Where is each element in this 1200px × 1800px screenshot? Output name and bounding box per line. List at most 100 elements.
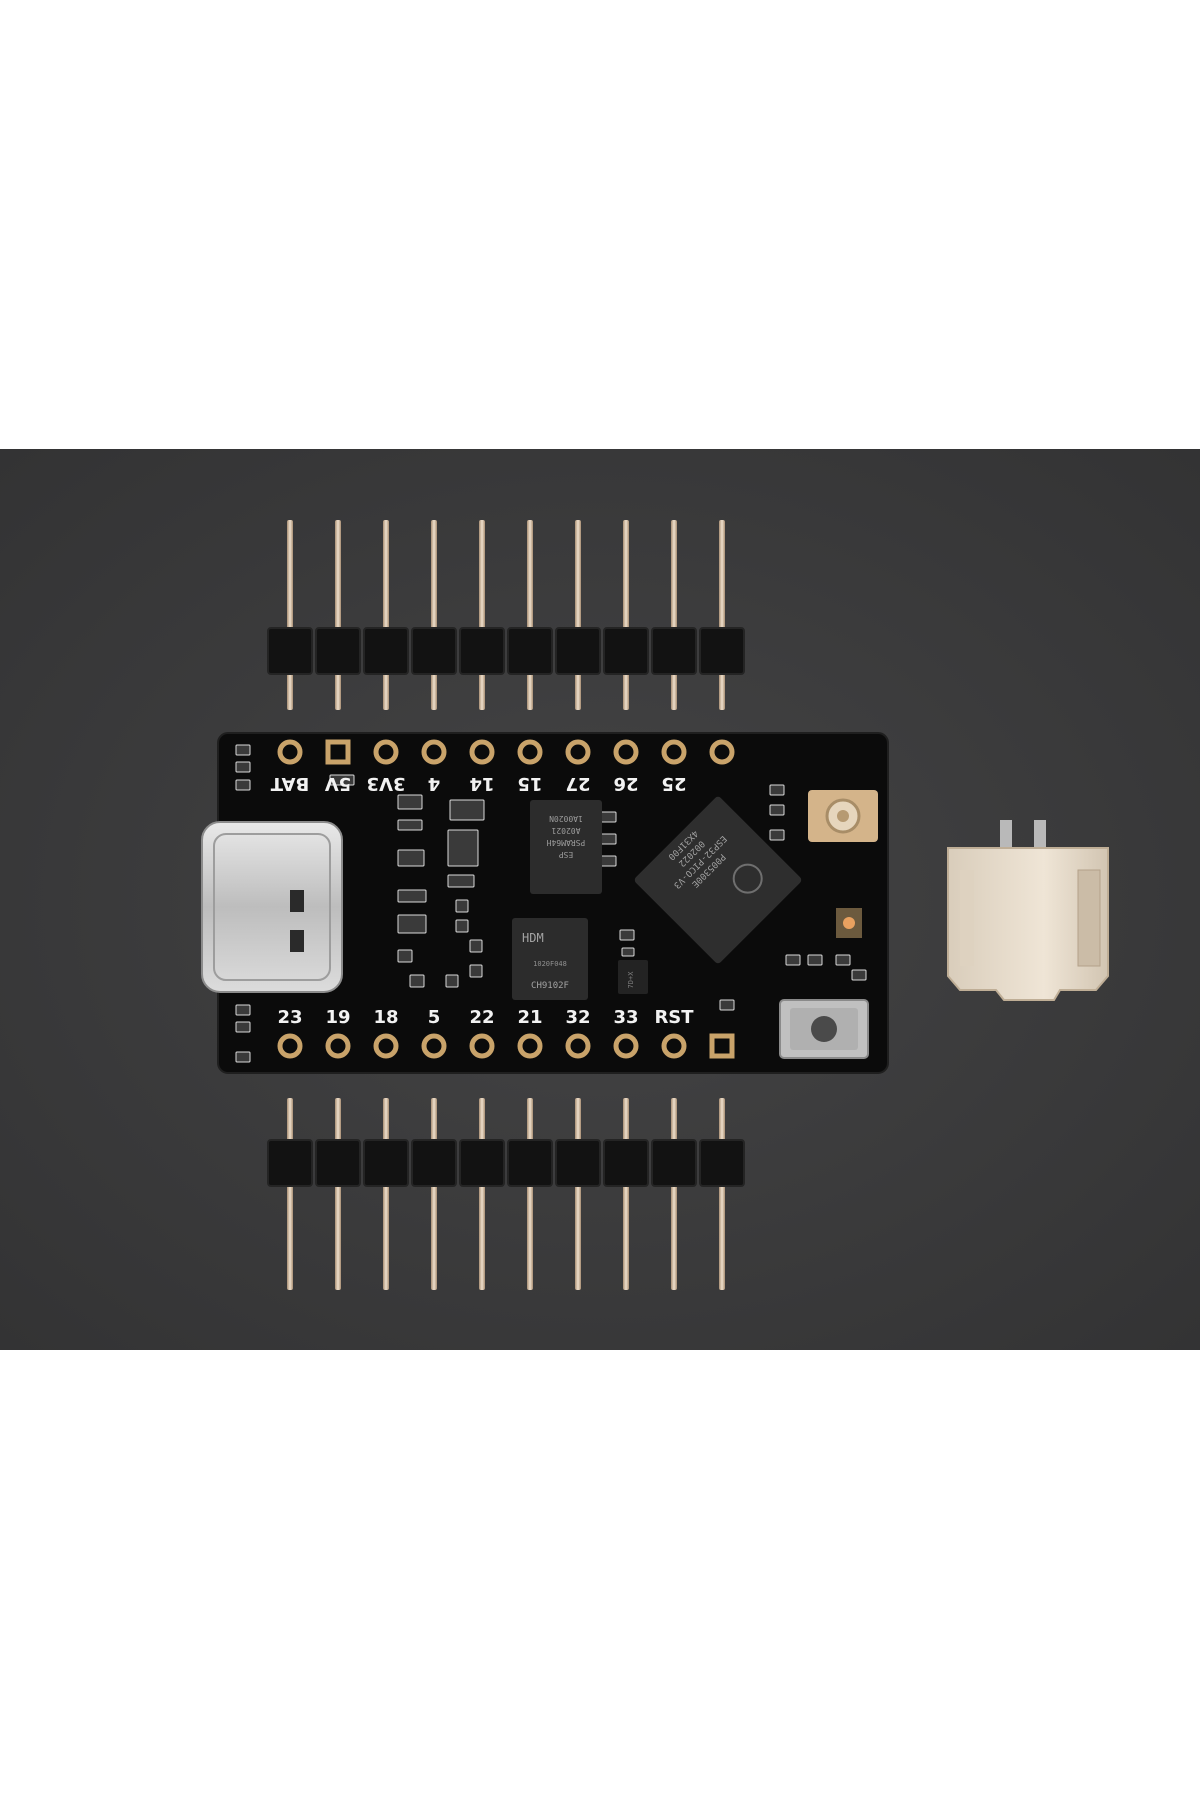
smd-part: [619, 929, 635, 941]
bottom-header-pin: [719, 1098, 725, 1290]
pin-pad: [517, 739, 543, 765]
bottom-pin-label: 23: [277, 1007, 302, 1028]
top-header-pin: [719, 520, 725, 710]
bottom-pin-header: [267, 1098, 745, 1290]
pin-pad: [565, 739, 591, 765]
smd-part: [397, 889, 427, 903]
reset-button: [779, 999, 869, 1059]
usb-c-connector: [201, 821, 343, 993]
smd-part: [455, 919, 469, 933]
smd-part: [769, 829, 785, 841]
jst-connector: [947, 820, 1109, 1001]
smd-part: [469, 939, 483, 953]
smd-part: [719, 999, 735, 1011]
top-header-plastic-block: [699, 627, 745, 675]
smd-part: [447, 874, 475, 888]
ufl-antenna-connector: [808, 790, 878, 842]
bottom-header-plastic-block: [699, 1139, 745, 1187]
smd-part: [397, 794, 423, 810]
bottom-header-plastic-block: [651, 1139, 697, 1187]
psram-chip: ESP PSRAM64H A02021 1A0020N: [530, 800, 602, 894]
top-header-plastic-block: [411, 627, 457, 675]
smd-part: [235, 779, 251, 791]
pin-pad: [421, 1033, 447, 1059]
smd-part: [769, 784, 785, 796]
pin-pad-square: [325, 739, 351, 765]
pin-pad: [373, 1033, 399, 1059]
top-pin-label: 27: [565, 773, 590, 794]
top-header-pin: [479, 520, 485, 710]
pin-pad: [277, 739, 303, 765]
smd-part: [445, 974, 459, 988]
psram-label-2: PSRAM64H: [547, 838, 586, 847]
bottom-header-plastic-block: [315, 1139, 361, 1187]
usb-serial-chip: HDM 1020F048 CH9102F: [512, 918, 588, 1000]
top-pin-label: 5V: [325, 773, 352, 794]
pin-pad-square: [709, 1033, 735, 1059]
bottom-header-plastic-block: [363, 1139, 409, 1187]
bottom-header-pin: [575, 1098, 581, 1290]
smd-part: [235, 1004, 251, 1016]
bottom-header-pin: [479, 1098, 485, 1290]
bottom-header-plastic-block: [507, 1139, 553, 1187]
smd-part: [469, 964, 483, 978]
top-pin-label: 26: [613, 773, 638, 794]
bottom-pin-label: RST: [654, 1007, 694, 1028]
top-header-plastic-block: [603, 627, 649, 675]
top-header-pin: [527, 520, 533, 710]
top-header-plastic-block: [459, 627, 505, 675]
pin-pad: [517, 1033, 543, 1059]
pin-pad: [661, 1033, 687, 1059]
bottom-header-pin: [431, 1098, 437, 1290]
pin-pads: [277, 739, 735, 1059]
smd-part: [785, 954, 801, 966]
bottom-pin-label: 22: [469, 1007, 494, 1028]
pin-pad: [277, 1033, 303, 1059]
top-header-pin: [383, 520, 389, 710]
bottom-pin-label: 18: [373, 1007, 398, 1028]
top-header-plastic-block: [315, 627, 361, 675]
pin-pad: [709, 739, 735, 765]
top-pin-label: 4: [428, 773, 441, 794]
top-header-pin: [287, 520, 293, 710]
pin-pad: [469, 739, 495, 765]
bottom-pin-label: 5: [428, 1007, 441, 1028]
bottom-header-plastic-block: [267, 1139, 313, 1187]
top-header-pin: [623, 520, 629, 710]
pin-pad: [325, 1033, 351, 1059]
smd-part: [235, 1051, 251, 1063]
bottom-header-pin: [527, 1098, 533, 1290]
top-header-plastic-block: [651, 627, 697, 675]
smd-part: [397, 849, 425, 867]
small-ic-label: 7D+X: [627, 971, 635, 989]
bottom-header-plastic-block: [411, 1139, 457, 1187]
top-pin-label: BAT: [270, 773, 309, 794]
bottom-pin-label: 32: [565, 1007, 590, 1028]
smd-part: [235, 761, 251, 773]
top-header-plastic-block: [267, 627, 313, 675]
psram-label-4: 1A0020N: [549, 814, 583, 823]
psram-label-1: ESP: [559, 850, 574, 859]
small-ic: 7D+X: [618, 960, 648, 994]
bottom-header-pin: [335, 1098, 341, 1290]
pin-pad: [613, 1033, 639, 1059]
pin-pad: [421, 739, 447, 765]
bottom-header-pin: [671, 1098, 677, 1290]
smd-part: [851, 969, 867, 981]
top-header-pin: [575, 520, 581, 710]
bottom-pin-label: 19: [325, 1007, 350, 1028]
smd-part: [235, 1021, 251, 1033]
bottom-pin-label: 21: [517, 1007, 542, 1028]
top-header-pin: [671, 520, 677, 710]
top-header-pin: [431, 520, 437, 710]
smd-part: [397, 914, 427, 934]
top-header-plastic-block: [507, 627, 553, 675]
smd-part: [449, 799, 485, 821]
bottom-header-plastic-block: [459, 1139, 505, 1187]
bottom-header-pin: [287, 1098, 293, 1290]
pcb-board: ESP PSRAM64H A02021 1A0020N ESP32-PICO-V…: [201, 732, 889, 1074]
top-pin-label: 14: [469, 773, 494, 794]
smd-part: [235, 744, 251, 756]
